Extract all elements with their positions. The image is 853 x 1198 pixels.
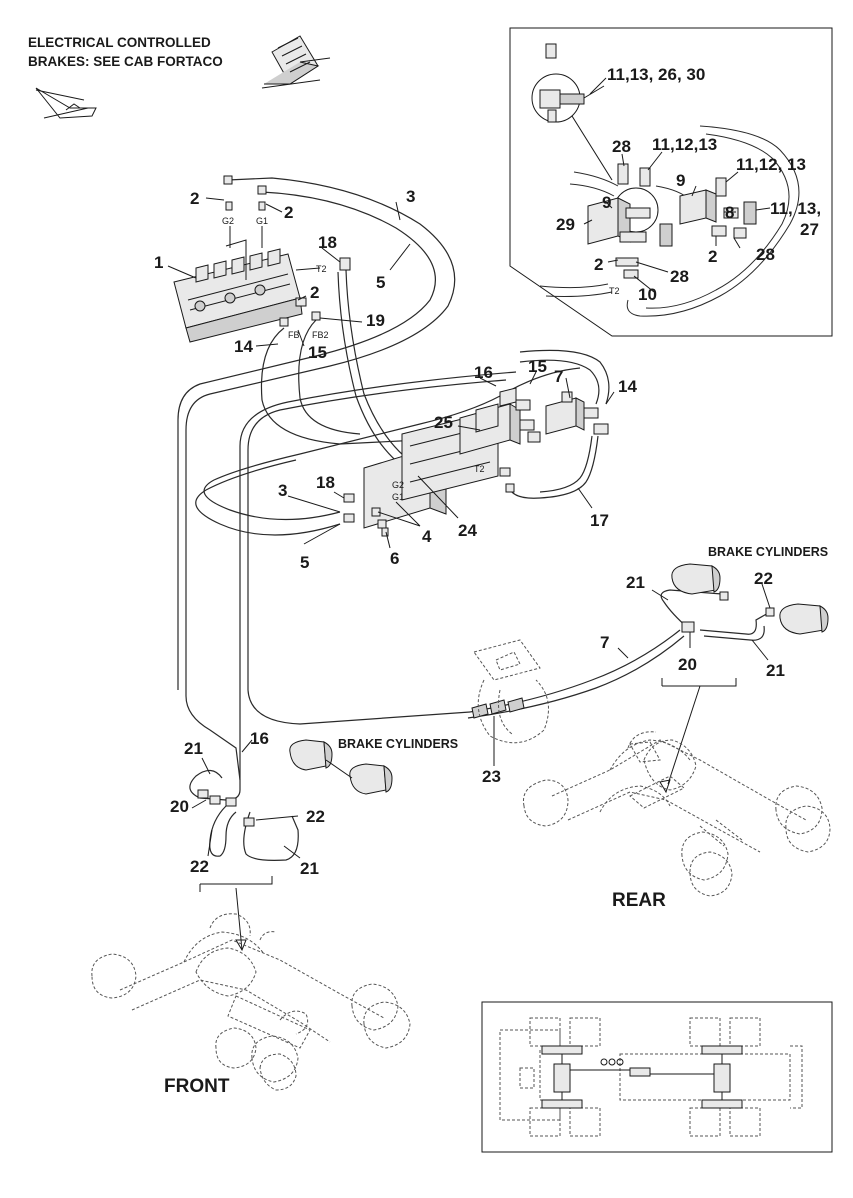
port-labels: G2 G1 T2 FB FB2 G2 G1 T2	[222, 216, 485, 502]
port-t2-top: T2	[316, 264, 327, 274]
caption-rear: REAR	[612, 890, 666, 911]
electrical-brake-note: ELECTRICAL CONTROLLED BRAKES: SEE CAB FO…	[28, 35, 223, 69]
callout-21-front-bottom: 21	[300, 859, 319, 878]
callout-22-front-right: 22	[306, 807, 325, 826]
callout-15-right: 15	[528, 357, 547, 376]
captions: BRAKE CYLINDERS BRAKE CYLINDERS REAR FRO…	[164, 545, 828, 1097]
callout-5-top: 5	[376, 273, 385, 292]
callout-24: 24	[458, 521, 477, 540]
inset-callout-29: 29	[556, 215, 575, 234]
callout-4: 4	[422, 527, 432, 546]
inset-callout-11-12-13-b: 11,12, 13	[736, 155, 806, 174]
callout-14-left: 14	[234, 337, 253, 356]
callout-25: 25	[434, 413, 453, 432]
hose-clamp-23	[471, 639, 549, 744]
brake-control-valve	[173, 226, 303, 343]
callout-20-front: 20	[170, 797, 189, 816]
callout-2-c: 2	[310, 283, 319, 302]
port-fb2: FB2	[312, 330, 329, 340]
inset-port-t2: T2	[609, 286, 620, 296]
callout-2-b: 2	[284, 203, 293, 222]
callout-14-right: 14	[618, 377, 637, 396]
inset-callout-11-13: 11, 13,	[770, 199, 821, 218]
callout-18-top: 18	[318, 233, 337, 252]
callout-21-front-top: 21	[184, 739, 203, 758]
callout-21-rear-left: 21	[626, 573, 645, 592]
caption-brake-cylinders-front: BRAKE CYLINDERS	[338, 737, 458, 751]
valve-detail-inset: 11,13, 26, 30 28 11,12,13 11,12, 13 9 9 …	[509, 27, 833, 337]
callout-23: 23	[482, 767, 501, 786]
callout-17: 17	[590, 511, 609, 530]
callout-3-top: 3	[406, 187, 415, 206]
callout-7-top: 7	[554, 367, 563, 386]
callout-20-rear: 20	[678, 655, 697, 674]
inset-callout-2-right: 2	[708, 247, 717, 266]
callout-2-a: 2	[190, 189, 199, 208]
note-line-1: ELECTRICAL CONTROLLED	[28, 35, 211, 50]
inset-callout-2-left: 2	[594, 255, 603, 274]
group-brackets	[199, 678, 737, 952]
valve-fittings	[223, 175, 351, 327]
inset-callout-9-right: 9	[676, 171, 685, 190]
inset-callout-28-top: 28	[612, 137, 631, 156]
port-fb: FB	[288, 330, 300, 340]
port-t2-mid: T2	[474, 464, 485, 474]
callout-19: 19	[366, 311, 385, 330]
rear-brake-cylinders	[671, 563, 829, 635]
brake-pedal-sketch	[261, 35, 331, 89]
callout-1: 1	[154, 253, 163, 272]
callout-16-top: 16	[474, 363, 493, 382]
inset-callout-11-13-26-30: 11,13, 26, 30	[607, 65, 705, 84]
callout-leaders	[167, 197, 771, 859]
callout-5-mid: 5	[300, 553, 309, 572]
chassis-overview-inset	[481, 1001, 833, 1153]
inset-callout-11-12-13-a: 11,12,13	[652, 135, 717, 154]
hand-lever-sketch	[35, 87, 97, 119]
main-callouts: 1 2 2 2 3 5 18 19 14 15 16 15 7 14 25 3 …	[154, 187, 785, 878]
caption-brake-cylinders-rear: BRAKE CYLINDERS	[708, 545, 828, 559]
port-g1-mid: G1	[392, 492, 404, 502]
inset-callout-8: 8	[725, 203, 734, 222]
rear-axle-sketch	[522, 731, 831, 897]
inset-callout-28-right: 28	[756, 245, 775, 264]
front-brake-cylinders	[197, 739, 393, 827]
callout-6: 6	[390, 549, 399, 568]
port-g1-top: G1	[256, 216, 268, 226]
inset-callout-10: 10	[638, 285, 657, 304]
callout-22-front-bottom: 22	[190, 857, 209, 876]
port-g2-top: G2	[222, 216, 234, 226]
note-line-2: BRAKES: SEE CAB FORTACO	[28, 54, 223, 69]
front-axle-sketch	[91, 913, 411, 1091]
inset-callout-27: 27	[800, 220, 819, 239]
callout-16-front: 16	[250, 729, 269, 748]
callout-3-mid: 3	[278, 481, 287, 500]
callout-18-mid: 18	[316, 473, 335, 492]
callout-22-rear: 22	[754, 569, 773, 588]
caption-front: FRONT	[164, 1076, 230, 1097]
inset-callout-9-left: 9	[602, 193, 611, 212]
port-g2-mid: G2	[392, 480, 404, 490]
callout-7-mid: 7	[600, 633, 609, 652]
callout-15-left: 15	[308, 343, 327, 362]
callout-21-rear-right: 21	[766, 661, 785, 680]
inset-callout-28-mid: 28	[670, 267, 689, 286]
brake-manifold-assembly	[343, 387, 609, 537]
